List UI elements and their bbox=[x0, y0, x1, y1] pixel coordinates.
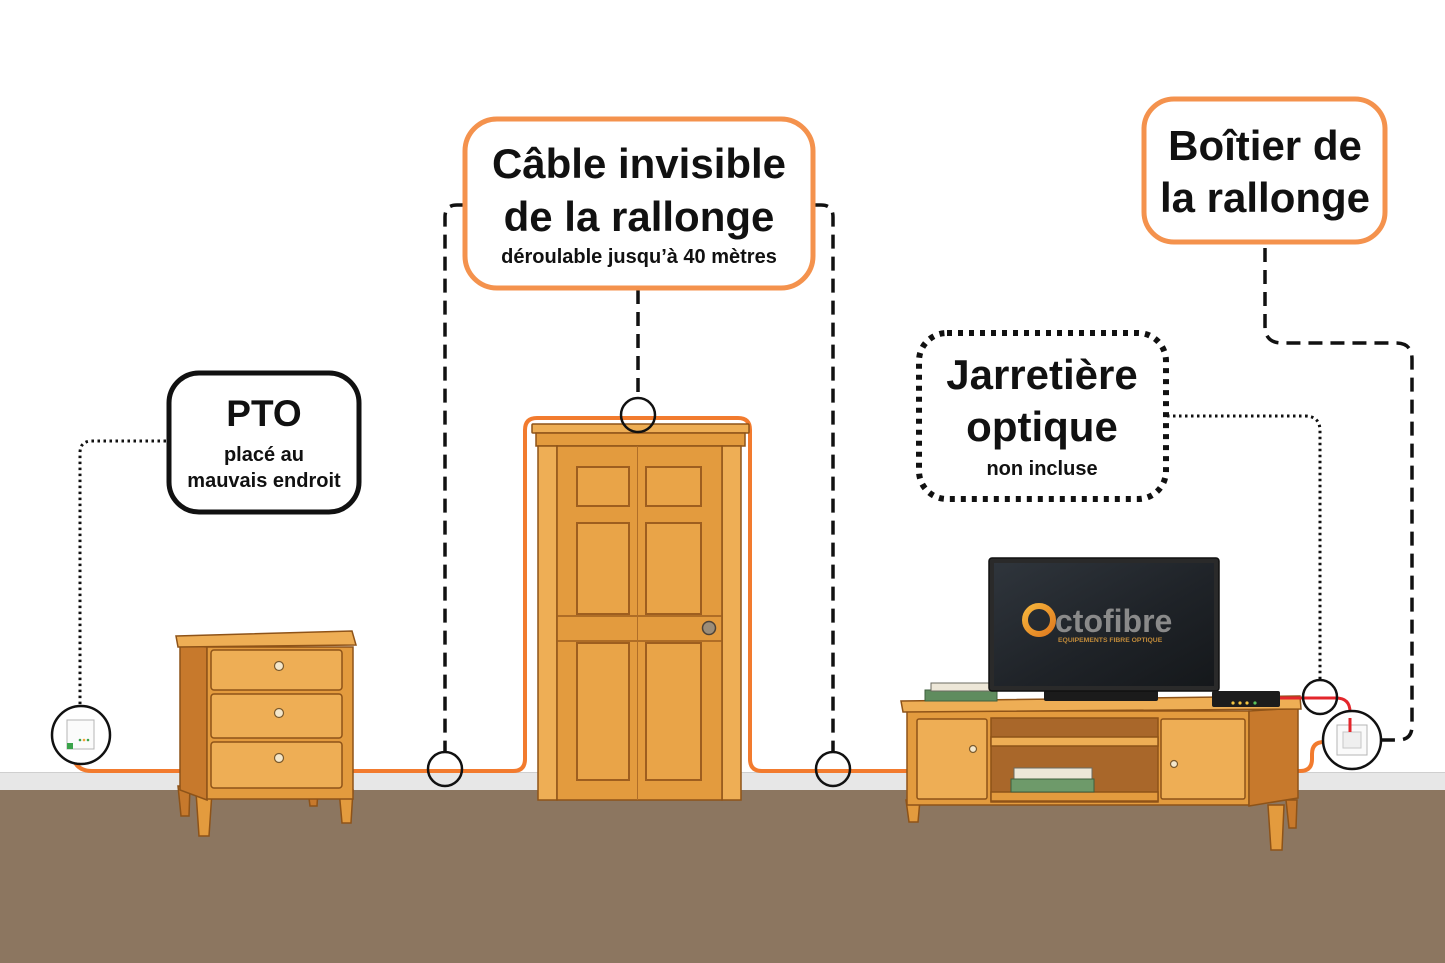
callout-patch-frame bbox=[916, 330, 1169, 502]
door-panel bbox=[576, 642, 630, 781]
callout-patch-line1: Jarretière bbox=[946, 351, 1137, 398]
dresser-knob bbox=[273, 707, 285, 719]
callout-patch-line2: optique bbox=[966, 403, 1118, 450]
callout-pto: PTO placé au mauvais endroit bbox=[166, 370, 362, 515]
marker-cable-top bbox=[619, 396, 657, 434]
book bbox=[1010, 778, 1095, 793]
status-light bbox=[1231, 701, 1235, 705]
television: ctofibre EQUIPEMENTS FIBRE OPTIQUE bbox=[988, 557, 1220, 701]
door-casing-right bbox=[721, 445, 742, 801]
status-light bbox=[1253, 701, 1257, 705]
callout-box: Boîtier de la rallonge bbox=[1141, 96, 1388, 245]
door bbox=[531, 423, 750, 801]
callout-box-frame bbox=[1141, 96, 1388, 245]
tv-stand-left-door bbox=[916, 718, 988, 800]
callout-pto-line2: mauvais endroit bbox=[187, 470, 341, 492]
door-panel bbox=[576, 522, 630, 615]
floor bbox=[0, 790, 1445, 963]
tv-stand-leg bbox=[1267, 804, 1285, 851]
outlet-light bbox=[86, 738, 90, 742]
connector-box bbox=[1263, 248, 1414, 742]
door-panel bbox=[576, 466, 630, 507]
dresser-drawer bbox=[210, 741, 343, 789]
callout-pto-title: PTO bbox=[226, 393, 301, 434]
tv-stand-side bbox=[1248, 707, 1299, 807]
tv-stand-knob bbox=[1169, 759, 1179, 769]
dresser-knob bbox=[273, 752, 285, 764]
connector-pto bbox=[78, 439, 166, 706]
connector-cable-left bbox=[443, 203, 464, 752]
callout-cable-line2: de la rallonge bbox=[504, 193, 775, 240]
callout-box-line2: la rallonge bbox=[1160, 174, 1370, 221]
status-light bbox=[1238, 701, 1242, 705]
tv-stand-leg bbox=[1285, 799, 1298, 829]
set-top-box bbox=[1212, 691, 1280, 707]
callout-cable-frame bbox=[462, 116, 816, 291]
dresser bbox=[175, 630, 357, 837]
tv-stand-top bbox=[900, 695, 1302, 713]
fiber-outlet-icon bbox=[66, 719, 95, 750]
outlet-light bbox=[78, 738, 82, 742]
callout-patch: Jarretière optique non incluse bbox=[916, 330, 1169, 502]
callout-cable-line1: Câble invisible bbox=[492, 140, 786, 187]
callout-cable: Câble invisible de la rallonge déroulabl… bbox=[462, 116, 816, 291]
dresser-knob bbox=[273, 660, 285, 672]
tv-stand-shelf bbox=[990, 736, 1159, 747]
connector-patch bbox=[1167, 414, 1322, 680]
logo-tagline: EQUIPEMENTS FIBRE OPTIQUE bbox=[1058, 637, 1163, 644]
fiber-box-icon bbox=[1336, 718, 1368, 756]
door-casing-left bbox=[537, 445, 558, 801]
box-port bbox=[1342, 731, 1362, 749]
book bbox=[924, 689, 998, 702]
connector-cable-right bbox=[814, 203, 835, 752]
callout-pto-line1: placé au bbox=[224, 444, 304, 466]
door-cornice-lower bbox=[535, 432, 746, 447]
logo-text: ctofibre bbox=[1055, 603, 1172, 639]
outlet-plug bbox=[67, 743, 73, 749]
outlet-light bbox=[82, 738, 86, 742]
set-top-box-body bbox=[1212, 691, 1280, 707]
extension-cable-end bbox=[1294, 740, 1342, 773]
callout-cable-subtitle: déroulable jusqu’à 40 mètres bbox=[501, 246, 777, 268]
tv-stand bbox=[900, 682, 1302, 851]
callout-patch-subtitle: non incluse bbox=[986, 458, 1097, 480]
dresser-side bbox=[179, 644, 208, 802]
callout-pto-frame bbox=[166, 370, 362, 515]
tv-stand-right-door bbox=[1160, 718, 1246, 800]
status-light bbox=[1245, 701, 1249, 705]
book bbox=[1013, 767, 1093, 780]
door-panel bbox=[645, 466, 702, 507]
tv-base bbox=[1044, 690, 1158, 701]
tv-stand-bottom bbox=[990, 791, 1159, 802]
dresser-top bbox=[175, 630, 357, 648]
extension-cable bbox=[70, 416, 912, 773]
door-panel bbox=[645, 642, 702, 781]
tv-stand-knob bbox=[968, 744, 978, 754]
logo-ring-icon bbox=[1022, 603, 1056, 637]
door-panel bbox=[645, 522, 702, 615]
marker-patch bbox=[1301, 678, 1339, 716]
callout-box-line1: Boîtier de bbox=[1168, 122, 1362, 169]
tv-screen bbox=[994, 563, 1214, 686]
door-knob bbox=[701, 620, 717, 636]
book bbox=[930, 682, 991, 692]
